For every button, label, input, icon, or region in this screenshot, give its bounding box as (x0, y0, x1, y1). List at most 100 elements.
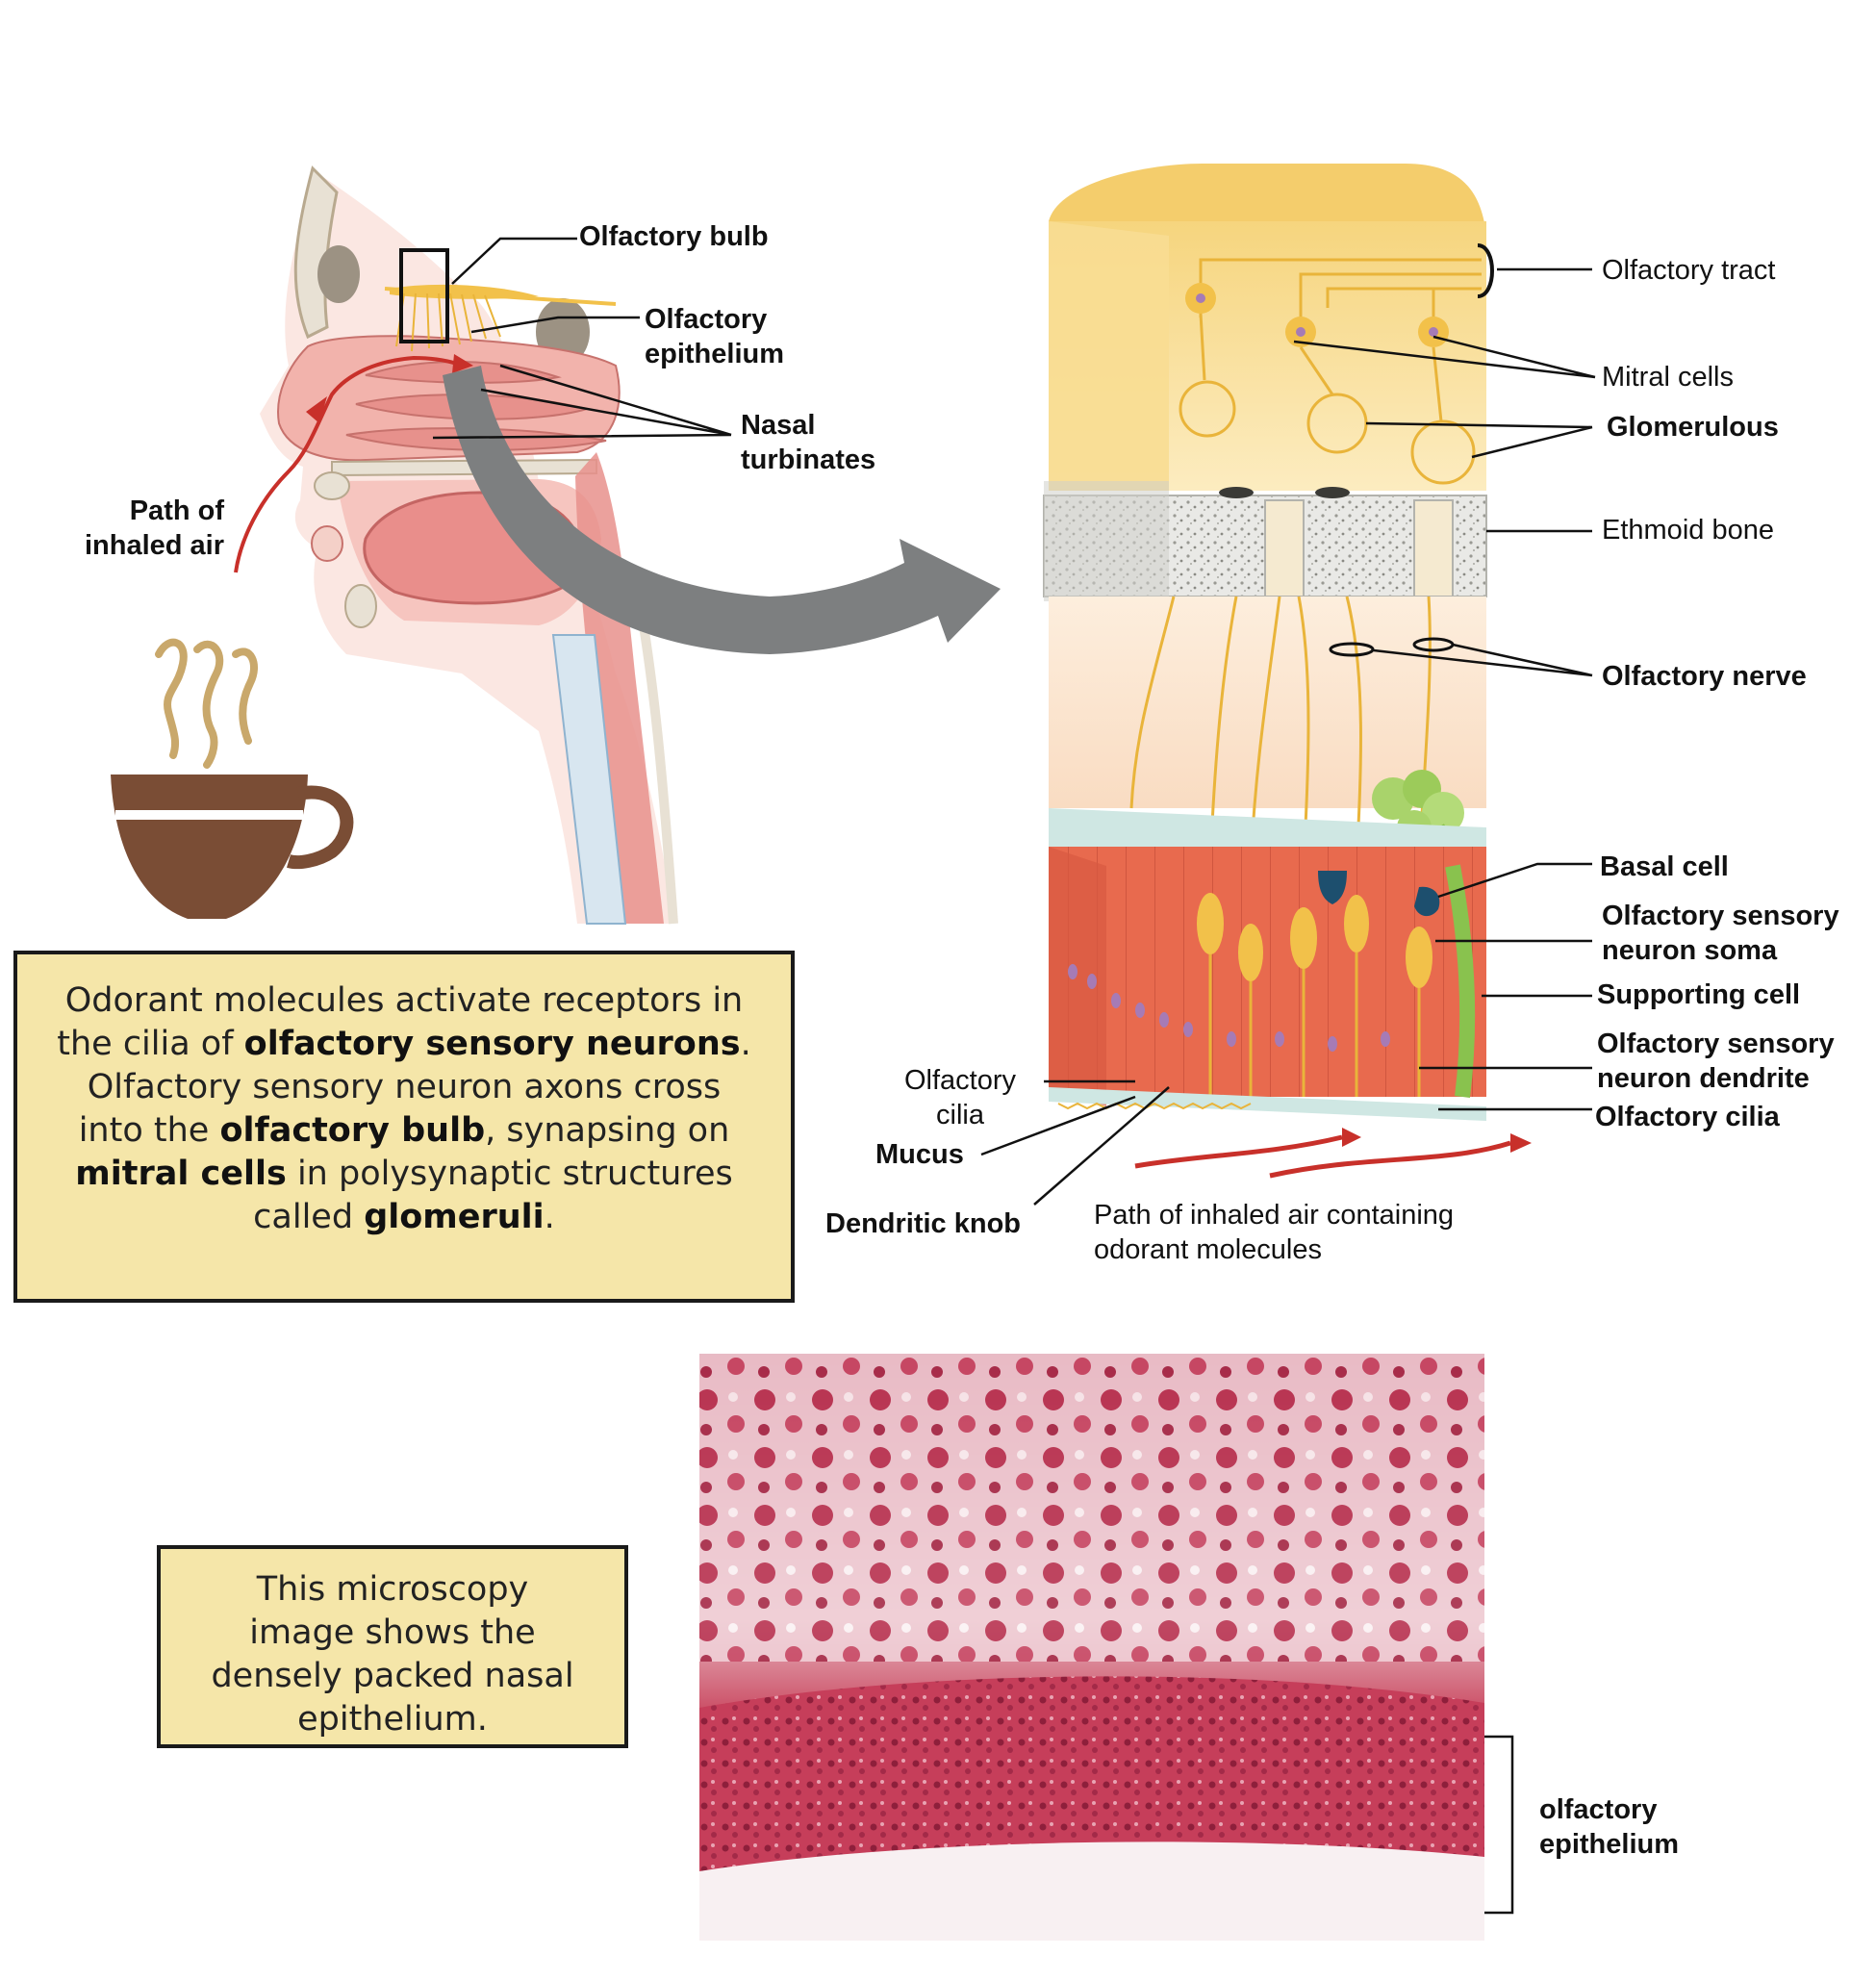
label-nasal-turbinates-line: turbinates (741, 444, 876, 476)
label-supporting-cell: Supporting cell (1597, 979, 1801, 1010)
tract-bracket (1477, 243, 1494, 298)
caption-main-text: . Olfactory sensory neuron axons cross i… (78, 1025, 751, 1150)
mitral-cell (1185, 283, 1216, 314)
label-nasal-turbinates: Nasal turbinates (741, 408, 875, 478)
microscopy-image (699, 1354, 1484, 1941)
label-olfactory-cilia-left-line: cilia (936, 1100, 984, 1131)
leader-olfactory-epithelium (470, 316, 640, 334)
skull-bone (293, 165, 339, 340)
microscopy-connective-tissue (699, 1354, 1484, 1662)
label-nasal-turbinates-line: Nasal (741, 410, 816, 441)
air-path-arrow (234, 355, 458, 573)
frontal-sinus (317, 245, 360, 303)
basal-cells (1318, 871, 1440, 917)
label-olfactory-epithelium-line: Olfactory (645, 304, 768, 335)
sensory-neuron-soma (1197, 893, 1224, 954)
leader-lines (432, 237, 1596, 1915)
epithelium-side (1049, 847, 1106, 1106)
caption-main-bold: glomeruli (364, 1198, 545, 1236)
jaw-bone (344, 584, 377, 628)
label-sensory-neuron-soma-line: neuron soma (1602, 935, 1778, 967)
leader-dendritic-knob (1033, 1086, 1170, 1206)
air-path-arrowhead-1 (306, 396, 327, 423)
steam-icon (155, 638, 258, 769)
label-olfactory-nerve: Olfactory nerve (1602, 661, 1807, 692)
mitral-cell (1285, 317, 1316, 347)
caption-main-bold: olfactory bulb (219, 1111, 486, 1150)
trachea (551, 634, 627, 925)
ethmoid-hole (1315, 487, 1350, 498)
leader-basal-cell (1437, 862, 1592, 899)
olfactory-column (1043, 164, 1532, 1179)
bulb-section-side (1049, 221, 1169, 491)
leader-nasal-turbinates (432, 364, 732, 440)
caption-main-text: . (544, 1198, 555, 1236)
sensory-neuron-soma (1406, 927, 1432, 988)
caption-main: Odorant molecules activate receptors in … (13, 951, 795, 1303)
glomerulus (1410, 419, 1476, 485)
label-mitral-cells: Mitral cells (1602, 362, 1734, 393)
microscopy-lumen (699, 1841, 1484, 1941)
label-olfactory-tract: Olfactory tract (1602, 255, 1776, 286)
leader-olfactory-nerve (1373, 643, 1593, 677)
cup-body (111, 775, 308, 919)
caption-main-bold: olfactory sensory neurons (243, 1025, 741, 1063)
basal-cell (1414, 886, 1440, 917)
label-micro-epithelium-line: olfactory (1539, 1794, 1658, 1825)
label-dendritic-knob: Dendritic knob (825, 1208, 1022, 1239)
leader-glomerulous (1365, 421, 1593, 459)
caption-main-text: , synapsing on (485, 1111, 730, 1150)
label-path-of-air-molecules: Path of inhaled air containing odorant m… (1094, 1198, 1454, 1268)
label-path-of-air-molecules-line: odorant molecules (1094, 1234, 1322, 1266)
basal-cell (1318, 871, 1347, 904)
sensory-neurons (1197, 893, 1432, 988)
cell-nuclei (1068, 964, 1390, 1052)
hard-palate (331, 458, 597, 477)
caption-micro: This microscopy image shows the densely … (157, 1545, 628, 1748)
ethmoid-foramen (1264, 499, 1305, 597)
label-sensory-neuron-dendrite: Olfactory sensory neuron dendrite (1597, 1027, 1835, 1097)
caption-main-text: Odorant molecules activate receptors in … (57, 981, 744, 1063)
sensory-neuron-soma (1238, 924, 1263, 981)
label-path-of-inhaled-air-line: inhaled air (84, 530, 224, 562)
coffee-cup-icon (111, 638, 354, 919)
air-flow-arrow-2 (1269, 1140, 1511, 1179)
sensory-neuron-soma (1290, 907, 1317, 969)
caption-micro-text: This microscopy image shows the densely … (211, 1570, 574, 1739)
label-glomerulous: Glomerulous (1607, 412, 1779, 443)
label-ethmoid-bone: Ethmoid bone (1602, 515, 1774, 546)
air-flow-arrow-1 (1134, 1134, 1343, 1169)
cup-handle (286, 785, 354, 870)
label-micro-epithelium: olfactory epithelium (1539, 1792, 1679, 1863)
label-path-of-air-molecules-line: Path of inhaled air containing (1094, 1200, 1455, 1231)
label-basal-cell: Basal cell (1600, 851, 1729, 882)
glomerulus (1179, 380, 1236, 438)
label-micro-epithelium-line: epithelium (1539, 1829, 1680, 1861)
nerve-bundle-marker (1329, 642, 1375, 657)
label-mucus: Mucus (875, 1139, 964, 1170)
label-olfactory-epithelium: Olfactory epithelium (645, 302, 784, 372)
cup-band (115, 810, 303, 820)
neuron-dendrites (1208, 952, 1421, 1097)
lip-lower (311, 525, 343, 562)
label-sensory-neuron-soma-line: Olfactory sensory (1602, 901, 1839, 931)
olfactory-cilia-fringe (1057, 1102, 1252, 1110)
ethmoid-hole (1219, 487, 1254, 498)
label-olfactory-cilia-left-line: Olfactory (903, 1065, 1017, 1096)
air-flow-arrowhead-2 (1510, 1133, 1532, 1153)
micro-bracket (1484, 1735, 1514, 1915)
column-top-dome (1049, 164, 1486, 236)
label-sensory-neuron-dendrite-line: Olfactory sensory (1597, 1029, 1835, 1059)
label-path-of-inhaled-air-line: Path of (129, 495, 224, 526)
leader-mitral-cells (1293, 335, 1596, 379)
microscopy-epithelium-band (699, 1676, 1484, 1871)
glomeruli (1179, 313, 1476, 485)
zoom-box (399, 248, 449, 343)
lip-upper (314, 471, 350, 500)
ethmoid-foramen (1413, 499, 1454, 597)
air-flow-arrowhead-1 (1342, 1128, 1361, 1147)
label-sensory-neuron-soma: Olfactory sensory neuron soma (1602, 899, 1839, 969)
caption-main-text: in polysynaptic structures called (253, 1155, 733, 1236)
mitral-cell (1418, 317, 1449, 347)
label-olfactory-cilia-left: Olfactory cilia (893, 1063, 1027, 1133)
